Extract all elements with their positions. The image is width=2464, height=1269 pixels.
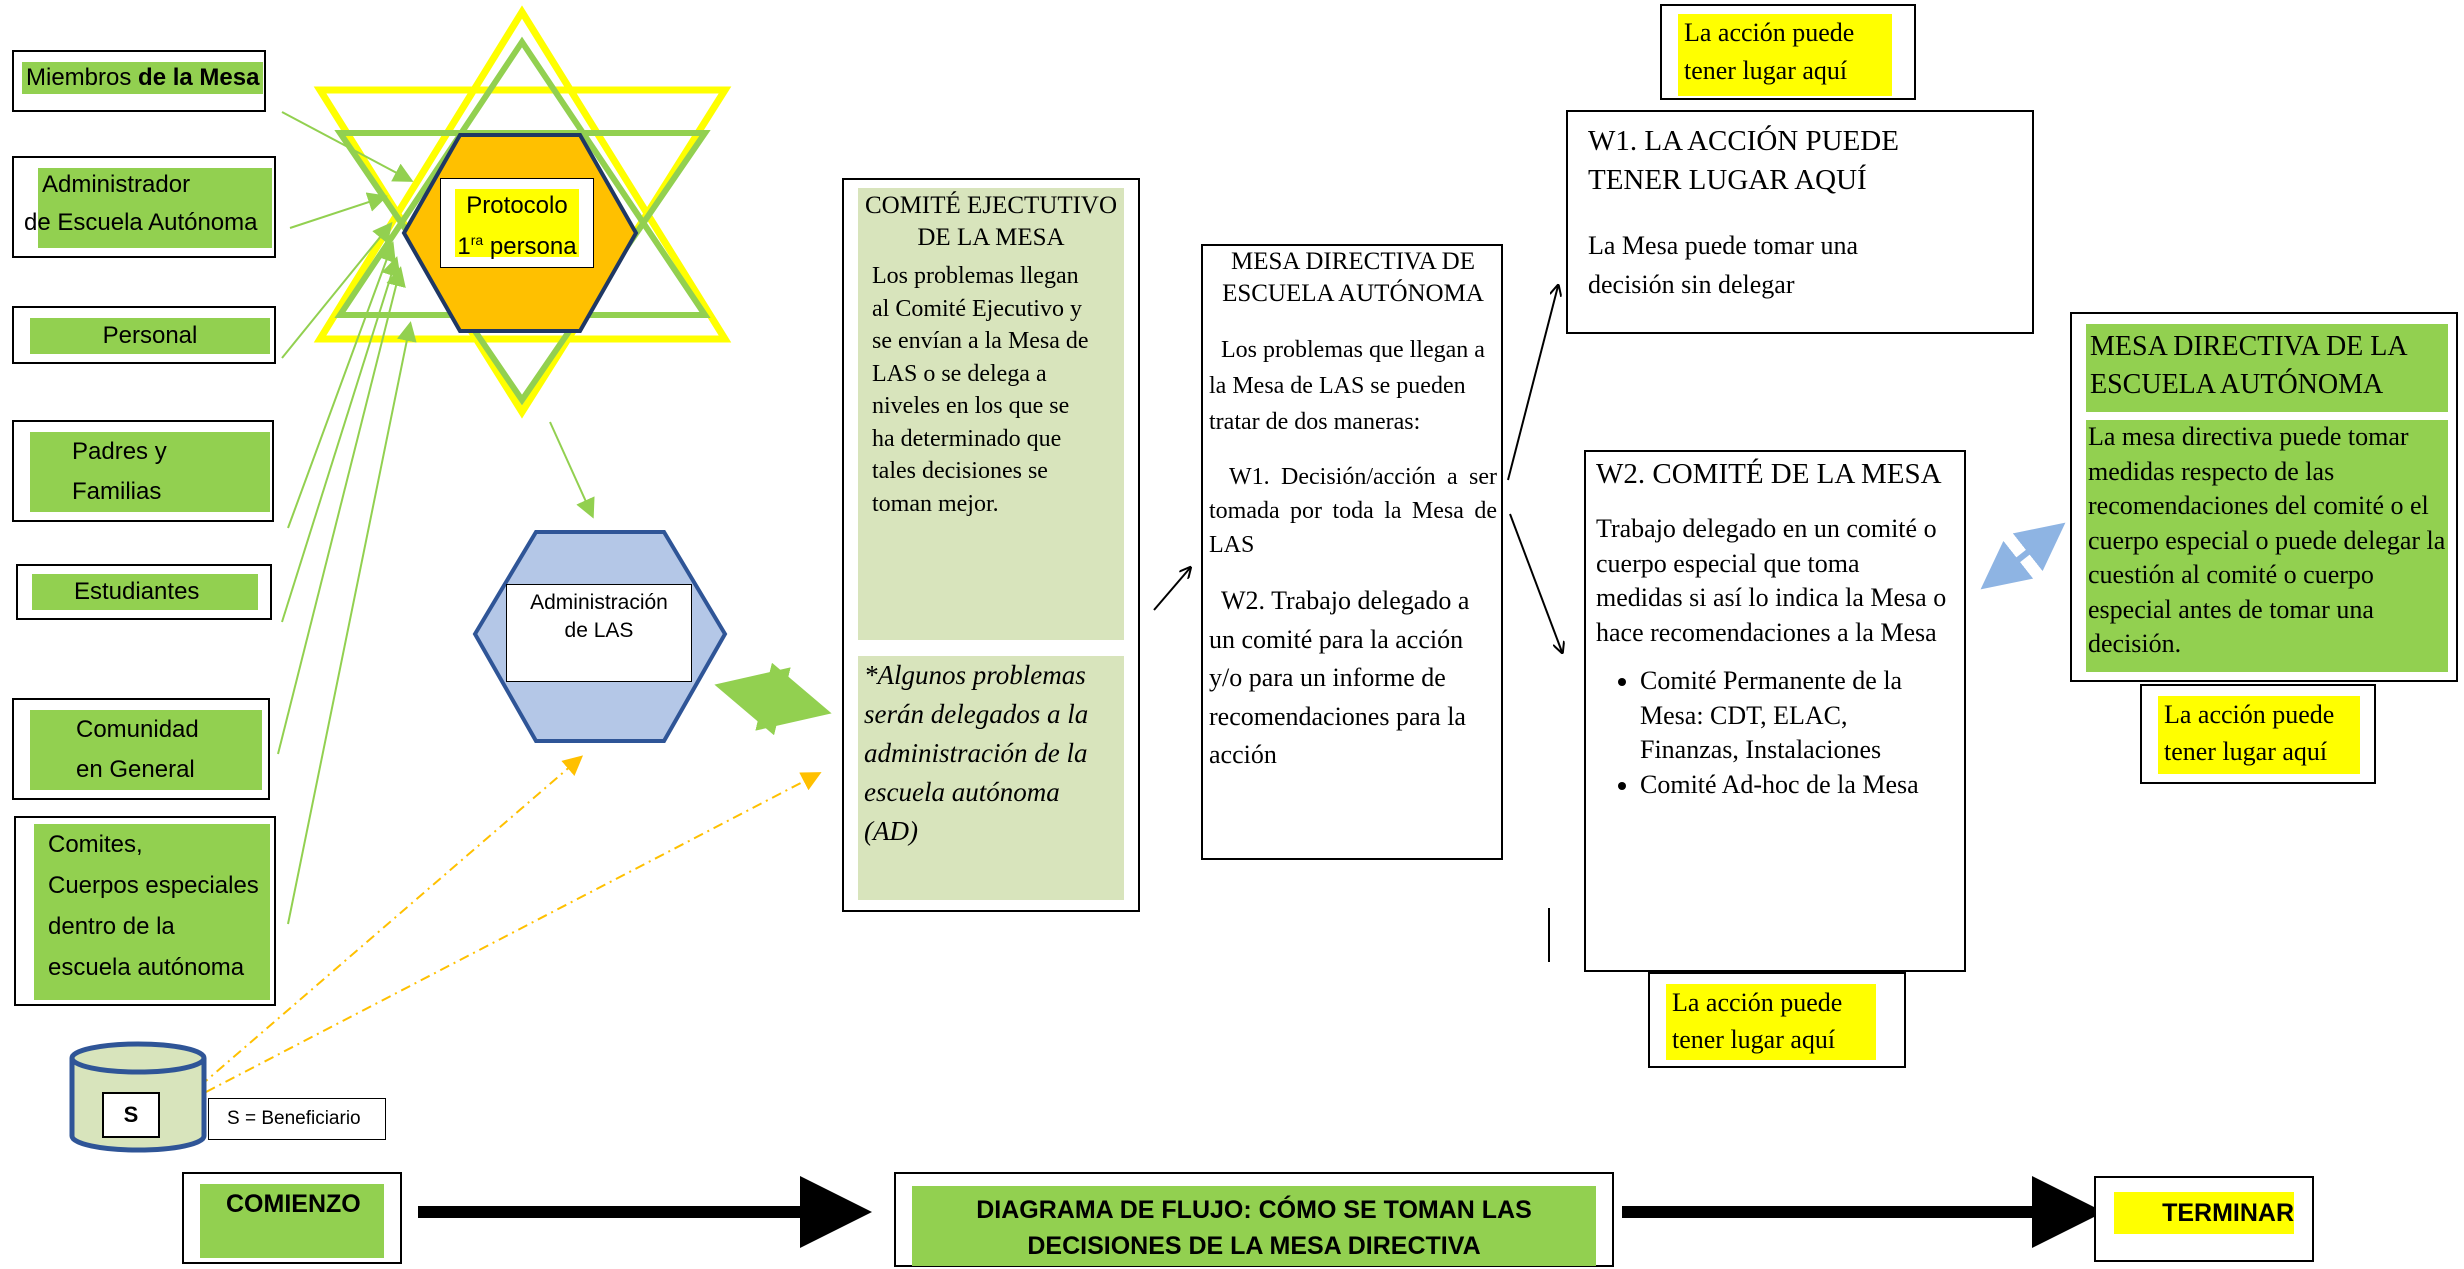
group-staff: Personal [12, 306, 276, 364]
beneficiary-legend: S = Beneficiario [208, 1098, 386, 1140]
action-label-top-line2: tener lugar aquí [1684, 56, 1848, 85]
group-parents: Padres y Familias [12, 420, 274, 522]
w1-box: W1. LA ACCIÓN PUEDE TENER LUGAR AQUÍ La … [1566, 110, 2034, 334]
board-box: MESA DIRECTIVA DE ESCUELA AUTÓNOMA Los p… [1201, 244, 1503, 860]
end-label: TERMINAR [2114, 1192, 2294, 1234]
end-box: TERMINAR [2094, 1176, 2314, 1262]
protocol-sup: ra [470, 232, 484, 248]
board-title-line1: MESA DIRECTIVA DE [1230, 248, 1475, 275]
group-staff-label: Personal [30, 318, 270, 354]
action-label-top: La acción puede tener lugar aquí [1660, 4, 1916, 100]
w2-box: W2. COMITÉ DE LA MESA Trabajo delegado e… [1584, 450, 1966, 972]
start-label: COMIENZO [200, 1184, 384, 1258]
group-community-line2: en General [76, 756, 195, 783]
w2-body: Trabajo delegado en un comité o cuerpo e… [1596, 514, 1947, 647]
group-committees-line3: dentro de la [48, 913, 175, 940]
w2-bullet-standing: Comité Permanente de la Mesa: CDT, ELAC,… [1640, 664, 1952, 768]
group-arrows [277, 111, 595, 925]
board-intro: Los problemas que llegan a la Mesa de LA… [1209, 337, 1485, 435]
right-board-box: MESA DIRECTIVA DE LA ESCUELA AUTÓNOMA La… [2070, 312, 2458, 682]
board-title-line2: ESCUELA AUTÓNOMA [1222, 280, 1484, 307]
flow-arrows [1153, 286, 1562, 962]
admin-las-line2: de LAS [564, 619, 634, 642]
right-board-body: La mesa directiva puede tomar medidas re… [2086, 420, 2448, 672]
executive-committee-box: COMITÉ EJECTUTIVO DE LA MESA Los problem… [842, 178, 1140, 912]
protocol-rest: persona [483, 233, 577, 260]
group-parents-line2: Familias [72, 478, 162, 505]
w2-bullet-adhoc: Comité Ad-hoc de la Mesa [1640, 768, 1952, 803]
protocol-line1: Protocolo [466, 192, 568, 219]
right-board-title: MESA DIRECTIVA DE LA ESCUELA AUTÓNOMA [2086, 324, 2448, 412]
group-community-line1: Comunidad [76, 716, 199, 743]
start-box: COMIENZO [182, 1172, 402, 1264]
flowchart-title-line1: DIAGRAMA DE FLUJO: CÓMO SE TOMAN LAS [976, 1196, 1532, 1224]
action-label-right: La acción puede tener lugar aquí [2140, 684, 2376, 784]
action-label-right-line1: La acción puede [2164, 700, 2335, 729]
w1-title-line2: TENER LUGAR AQUÍ [1588, 164, 1867, 196]
group-students: Estudiantes [16, 564, 272, 620]
flowchart-title-line2: DECISIONES DE LA MESA DIRECTIVA [1027, 1232, 1481, 1260]
admin-las-label: Administración de LAS [506, 584, 692, 682]
right-board-arrow [1980, 522, 2066, 590]
group-committees-line2: Cuerpos especiales [48, 872, 259, 899]
executive-committee-title-line2: DE LA MESA [917, 224, 1065, 251]
w2-title: W2. COMITÉ DE LA MESA [1596, 458, 1942, 490]
executive-committee-note: *Algunos problemas serán delegados a la … [858, 656, 1124, 900]
group-board-members: Miembros de la Mesa [12, 50, 266, 112]
board-w1: W1. Decisión/acción a ser tomada por tod… [1209, 464, 1497, 558]
action-label-bottom: La acción puede tener lugar aquí [1648, 972, 1906, 1068]
executive-committee-body: Los problemas llegan al Comité Ejecutivo… [872, 263, 1089, 517]
group-administrator: Administrador de Escuela Autónoma [12, 156, 276, 258]
action-label-right-line2: tener lugar aquí [2164, 737, 2328, 766]
group-committees-line1: Comites, [48, 831, 143, 858]
group-board-members-bold: de la Mesa [138, 64, 260, 91]
group-parents-line1: Padres y [72, 438, 167, 465]
w2-bullets: Comité Permanente de la Mesa: CDT, ELAC,… [1596, 650, 1952, 802]
beneficiary-symbol: S [102, 1092, 160, 1138]
admin-committee-arrow [714, 662, 832, 736]
w1-title-line1: W1. LA ACCIÓN PUEDE [1588, 125, 1899, 157]
flowchart-title-box: DIAGRAMA DE FLUJO: CÓMO SE TOMAN LAS DEC… [894, 1172, 1614, 1267]
action-label-bottom-line1: La acción puede [1672, 988, 1843, 1017]
executive-committee-title-line1: COMITÉ EJECTUTIVO [864, 192, 1118, 219]
protocol-label: Protocolo 1ra persona [440, 178, 594, 268]
board-w2: W2. Trabajo delegado a un comité para la… [1209, 586, 1470, 769]
group-administrator-line2: de Escuela Autónoma [24, 209, 258, 236]
group-students-label: Estudiantes [32, 574, 258, 610]
group-administrator-line1: Administrador [42, 171, 191, 198]
group-board-members-label: Miembros [26, 64, 139, 91]
action-label-top-line1: La acción puede [1684, 18, 1855, 47]
group-committees-line4: escuela autónoma [48, 954, 245, 981]
admin-las-line1: Administración [530, 591, 668, 614]
group-committees: Comites, Cuerpos especiales dentro de la… [14, 816, 276, 1006]
w1-body: La Mesa puede tomar una decisión sin del… [1588, 231, 1859, 299]
group-community: Comunidad en General [12, 698, 270, 800]
protocol-number: 1 [457, 233, 471, 260]
action-label-bottom-line2: tener lugar aquí [1672, 1025, 1836, 1054]
beneficiary-arrows [199, 755, 822, 1093]
